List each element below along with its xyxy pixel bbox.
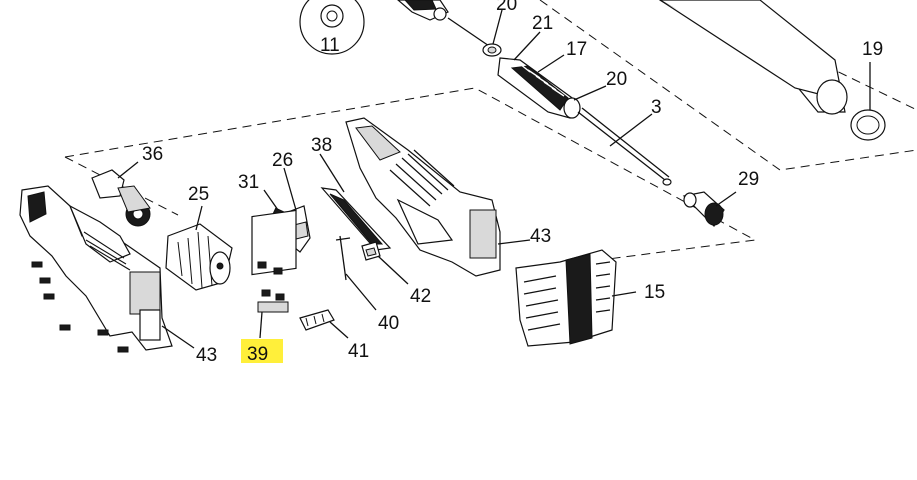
part-43-right-housing <box>345 117 501 277</box>
leader-lines <box>117 9 871 349</box>
label-39: 39 <box>247 344 268 365</box>
label-31: 31 <box>238 172 259 193</box>
label-11: 11 <box>320 35 340 56</box>
label-20-upper: 20 <box>496 0 517 15</box>
label-43-right: 43 <box>530 226 551 247</box>
label-26: 26 <box>272 150 293 171</box>
label-21: 21 <box>532 13 553 34</box>
part-38-strip <box>320 187 392 251</box>
part-19-tube <box>658 0 886 141</box>
label-17: 17 <box>566 39 587 60</box>
label-29: 29 <box>738 169 759 190</box>
part-41-connector-block <box>299 309 335 331</box>
part-screws-left <box>31 261 129 353</box>
part-25-motor <box>165 223 233 291</box>
part-36-connector <box>91 169 151 227</box>
part-11-washer-inset <box>299 0 365 55</box>
highlight-box-39 <box>241 339 283 363</box>
label-25: 25 <box>188 184 209 205</box>
part-shaft-assembly <box>397 0 672 186</box>
part-43-left-handle <box>19 185 173 351</box>
label-42: 42 <box>410 286 431 307</box>
label-43-left: 43 <box>196 345 217 366</box>
label-41: 41 <box>348 341 369 362</box>
part-39-circuit-board <box>251 209 297 313</box>
label-38: 38 <box>311 135 332 156</box>
label-15: 15 <box>644 282 665 303</box>
label-19: 19 <box>862 39 883 60</box>
part-40-wire <box>335 235 351 281</box>
label-40: 40 <box>378 313 399 334</box>
label-20-lower: 20 <box>606 69 627 90</box>
part-15-cover <box>515 249 617 347</box>
part-42-switch-block <box>361 241 381 261</box>
label-3: 3 <box>651 97 662 118</box>
part-29-end-cap <box>682 191 725 227</box>
callout-labels: 11 20 21 17 20 19 3 36 25 31 26 38 29 43… <box>142 0 883 366</box>
label-36: 36 <box>142 144 163 165</box>
